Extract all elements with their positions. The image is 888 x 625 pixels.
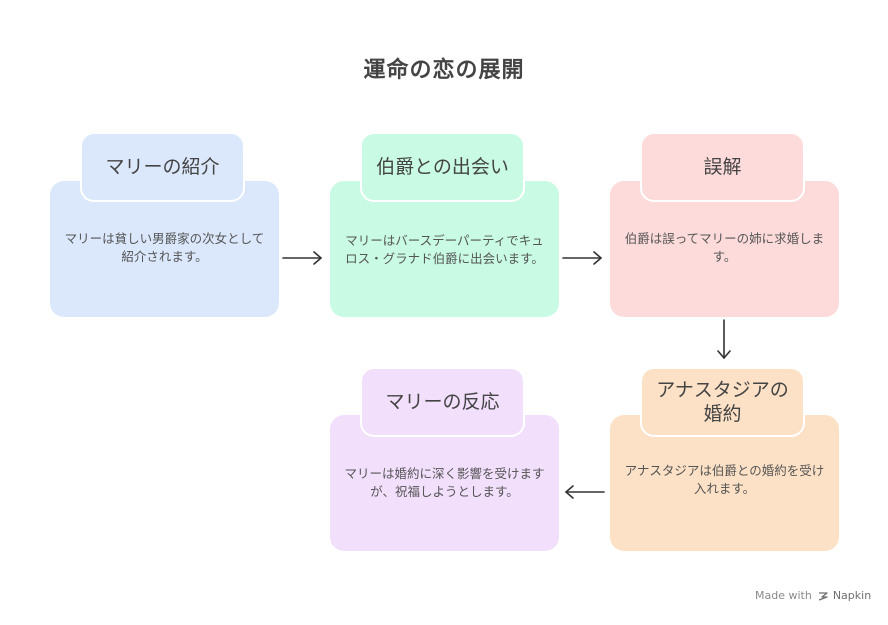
step-body: マリーは婚約に深く影響を受けますが、祝福しようとします。: [344, 466, 545, 499]
step-body: マリーは貧しい男爵家の次女として紹介されます。: [64, 231, 265, 264]
napkin-logo-icon: [819, 592, 828, 601]
arrow-right-icon: [282, 251, 322, 265]
step-card-engagement: アナスタジアは伯爵との婚約を受け入れます。: [610, 415, 839, 551]
step-heading-meeting: 伯爵との出会い: [360, 132, 525, 202]
arrow-right-icon: [562, 251, 602, 265]
step-heading-engagement: アナスタジアの婚約: [640, 367, 805, 437]
step-card-introduction: マリーは貧しい男爵家の次女として紹介されます。: [50, 181, 279, 317]
step-heading-introduction: マリーの紹介: [80, 132, 245, 202]
step-body: マリーはバースデーパーティでキュロス・グラナド伯爵に出会います。: [345, 233, 544, 266]
diagram-title: 運命の恋の展開: [363, 58, 525, 83]
watermark-brand: Napkin: [832, 589, 872, 602]
step-heading-misunderstanding: 誤解: [640, 132, 805, 202]
step-card-reaction: マリーは婚約に深く影響を受けますが、祝福しようとします。: [330, 415, 559, 551]
step-body: 伯爵は誤ってマリーの姉に求婚します。: [624, 231, 825, 264]
step-card-misunderstanding: 伯爵は誤ってマリーの姉に求婚します。: [610, 181, 839, 317]
step-body: アナスタジアは伯爵との婚約を受け入れます。: [624, 463, 825, 496]
watermark: Made with Napkin: [755, 589, 871, 602]
step-card-meeting: マリーはバースデーパーティでキュロス・グラナド伯爵に出会います。: [330, 181, 559, 317]
watermark-prefix: Made with: [755, 589, 812, 602]
arrow-left-icon: [565, 485, 605, 499]
step-heading-reaction: マリーの反応: [360, 367, 525, 437]
arrow-down-icon: [717, 319, 731, 359]
